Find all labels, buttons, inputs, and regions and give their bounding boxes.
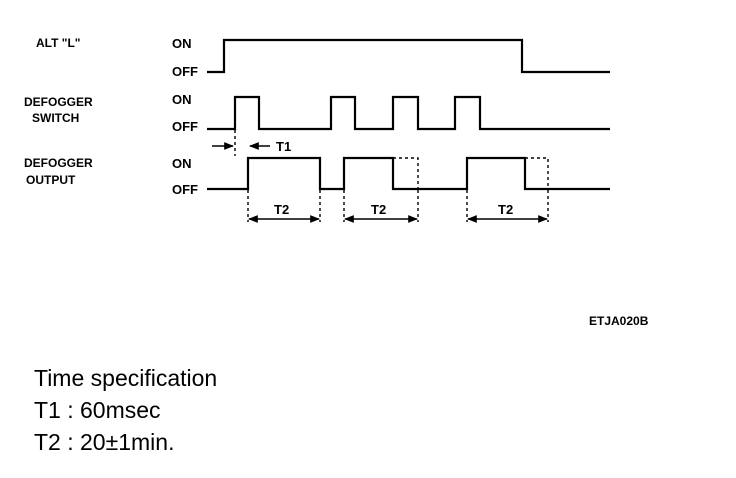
figure-code: ETJA020B <box>589 314 649 328</box>
t2-label-2: T2 <box>371 202 386 217</box>
defogger-output-label-line1: DEFOGGER <box>24 156 93 170</box>
t2-label-3: T2 <box>498 202 513 217</box>
switch-on-label: ON <box>172 92 192 107</box>
t2-label-bg-2 <box>366 200 396 214</box>
spec-t2: T2 : 20±1min. <box>34 429 175 455</box>
t1-label: T1 <box>276 139 291 154</box>
output-off-label: OFF <box>172 182 198 197</box>
output-dashed-extension-1 <box>393 157 419 189</box>
t2-label-bg-1 <box>268 200 298 214</box>
alt-l-label: ALT "L" <box>36 36 80 50</box>
switch-off-label: OFF <box>172 119 198 134</box>
defogger-output-label-line2: OUTPUT <box>26 173 76 187</box>
defogger-output-waveform <box>207 156 610 191</box>
alt-on-label: ON <box>172 36 192 51</box>
t2-label-1: T2 <box>274 202 289 217</box>
output-dashed-extension-2 <box>525 157 549 189</box>
defogger-switch-label-line2: SWITCH <box>32 111 79 125</box>
output-on-label: ON <box>172 156 192 171</box>
t2-label-bg-3 <box>492 200 522 214</box>
spec-t1: T1 : 60msec <box>34 397 161 423</box>
defogger-switch-waveform <box>207 95 610 131</box>
alt-off-label: OFF <box>172 64 198 79</box>
spec-title: Time specification <box>34 365 218 391</box>
alt-l-waveform <box>207 38 610 74</box>
defogger-switch-label-line1: DEFOGGER <box>24 95 93 109</box>
